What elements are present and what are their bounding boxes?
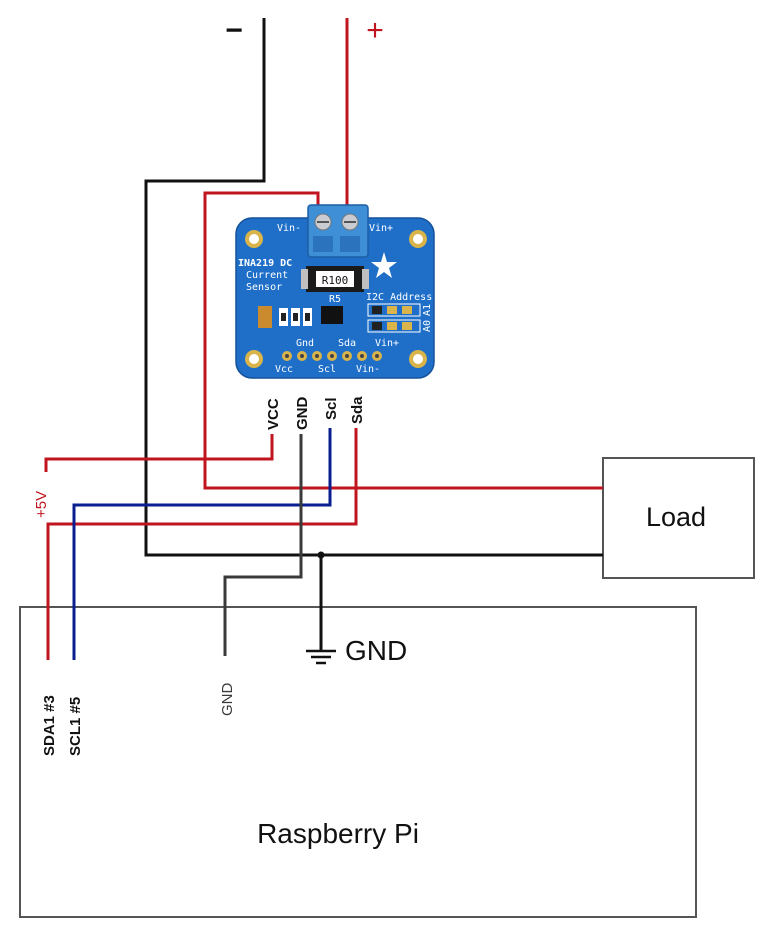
ground-label: GND [345,635,407,666]
vcc-wire [44,434,274,472]
pcb-title-line1: INA219 DC [238,258,292,269]
header-pins [282,351,382,361]
pin-scl-label: Scl [323,397,340,420]
load-label: Load [646,502,706,532]
rpi-scl-label: SCL1 #5 [67,697,84,756]
pcb-r5-label: R5 [329,294,341,305]
pcb-scl-label: Scl [318,364,336,375]
vin-minus-to-load-wire [203,191,603,490]
pcb-vinm-label: Vin- [356,364,380,375]
pin-sda-label: Sda [349,396,366,424]
supply-minus-label: − [225,14,243,47]
ground-icon [306,649,336,665]
load-box [602,457,755,579]
star-logo-icon [371,252,397,278]
sda-wire [46,428,358,660]
pcb-title-line2: Current [246,270,288,281]
raspberry-pi-label: Raspberry Pi [257,818,419,849]
pcb-vin-plus-label: Vin+ [369,223,393,234]
rail-5v-label: +5V [33,491,50,518]
rpi-gnd-label: GND [219,683,236,717]
pcb-i2c-label: I2C Address [366,292,432,303]
pin-gnd-label: GND [294,397,311,431]
ina219-sensor-board: Vin- Vin+ INA219 DC Current Sensor R100 … [235,204,435,379]
raspberry-pi-board [19,606,697,918]
pcb-a1-label: A1 [422,304,433,316]
screw-terminal [307,204,369,258]
scl-wire [72,428,332,660]
shunt-value-label: R100 [322,274,349,287]
supply-negative-wire [144,18,603,557]
supply-plus-label: + [366,14,384,47]
pcb-title-line3: Sensor [246,282,282,293]
pcb-sda-label: Sda [338,338,356,349]
ina219-chip [321,306,343,324]
pin-vcc-label: VCC [265,398,282,430]
rpi-sda-label: SDA1 #3 [41,695,58,756]
pcb-vin-minus-label: Vin- [277,223,301,234]
pcb-a0-label: A0 [422,320,433,332]
gnd-wire [223,434,303,656]
shunt-resistor: R100 [301,266,369,292]
pcb-vinp-label: Vin+ [375,338,399,349]
pcb-gnd-label: Gnd [296,338,314,349]
pcb-vcc-label: Vcc [275,364,293,375]
smd-capacitor [258,306,272,328]
